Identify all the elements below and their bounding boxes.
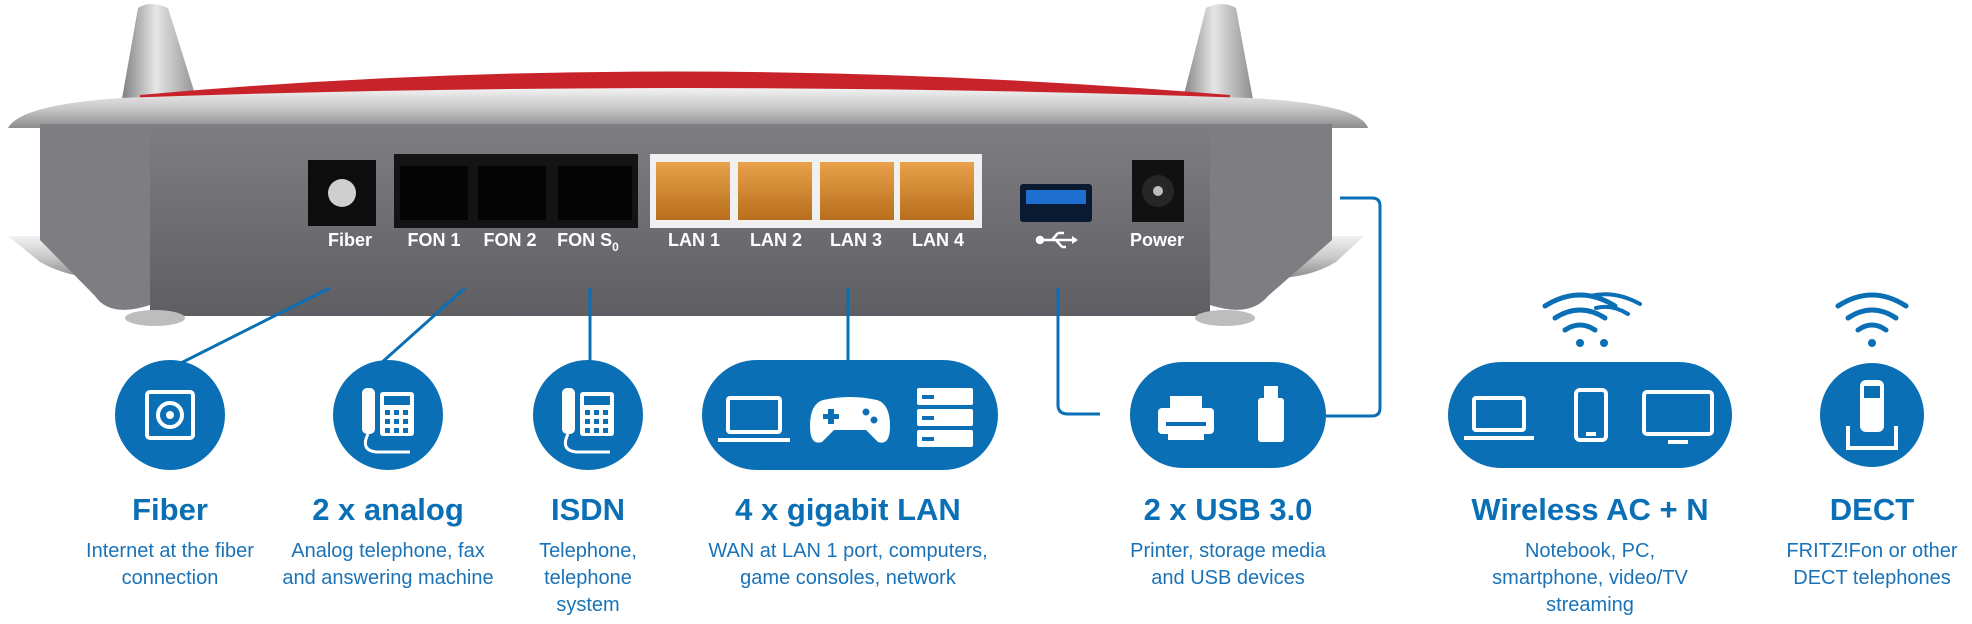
port-label-lan4: LAN 4 [912, 230, 964, 250]
left-antenna [120, 4, 200, 110]
port-label-fon2: FON 2 [483, 230, 536, 250]
port-label-fons0-sub: 0 [612, 240, 619, 254]
cordless-phone-icon [1846, 380, 1898, 450]
port-label-lan1: LAN 1 [668, 230, 720, 250]
feature-desc: Internet at the fiber connection [86, 540, 254, 589]
fons0-port [558, 166, 632, 220]
lan1-port [656, 162, 730, 220]
left-rubber-foot [125, 310, 185, 326]
connector-fiber [174, 286, 331, 368]
port-label-lan2: LAN 2 [750, 230, 802, 250]
feature-isdn: ISDN Telephone, telephone system [458, 492, 718, 619]
monitor-icon [1642, 390, 1714, 444]
telephone-icon [562, 388, 614, 454]
port-label-fons0: FON S0 [557, 230, 619, 254]
right-rubber-foot [1195, 310, 1255, 326]
gamepad-icon [810, 397, 890, 443]
lan2-port [738, 162, 812, 220]
connector-lines [174, 196, 1382, 418]
wifi-icon [1542, 292, 1642, 347]
lan4-port [900, 162, 974, 220]
printer-icon [1158, 396, 1214, 440]
feature-wireless: Wireless AC + N Notebook, PC, smartphone… [1460, 492, 1720, 619]
feature-analog: 2 x analog Analog telephone, fax and ans… [258, 492, 518, 592]
router-top-shell [8, 88, 1368, 128]
connector-usb-left [1056, 288, 1100, 416]
usb-symbol-icon [1035, 231, 1078, 249]
port-label-lan3: LAN 3 [830, 230, 882, 250]
feature-dect: DECT FRITZ!Fon or other DECT telephones [1742, 492, 1972, 592]
feature-title: Fiber [132, 492, 208, 527]
feature-fiber: Fiber Internet at the fiber connection [40, 492, 300, 592]
port-label-power: Power [1130, 230, 1184, 250]
feature-title: 2 x analog [312, 492, 464, 527]
fiber-socket-icon [145, 390, 195, 440]
wifi-icon [1835, 292, 1909, 347]
port-label-fon1: FON 1 [407, 230, 460, 250]
feature-desc: Telephone, telephone system [539, 540, 637, 616]
laptop-icon [1464, 396, 1534, 440]
laptop-icon [718, 396, 790, 442]
lan3-port [820, 162, 894, 220]
usb-stick-icon [1258, 386, 1284, 442]
feature-lan: 4 x gigabit LAN WAN at LAN 1 port, compu… [708, 492, 987, 592]
wireless-badge [1448, 362, 1732, 468]
feature-desc: Notebook, PC, smartphone, video/TV strea… [1492, 540, 1688, 616]
connector-analog [379, 286, 466, 366]
feature-title: ISDN [550, 492, 626, 527]
router-ports: Fiber FON 1 FON 2 FON S0 LAN 1 LAN 2 LAN… [308, 154, 1184, 254]
power-port-pin [1153, 186, 1163, 196]
left-side-panel [40, 124, 150, 310]
fiber-port-hole [328, 179, 356, 207]
feature-title: DECT [1829, 492, 1915, 527]
telephone-icon [362, 388, 414, 454]
right-side-panel [1210, 124, 1332, 310]
feature-desc: Printer, storage media and USB devices [1130, 540, 1326, 589]
feature-title: 2 x USB 3.0 [1143, 492, 1313, 527]
feature-icons [115, 292, 1924, 470]
feature-usb: 2 x USB 3.0 Printer, storage media and U… [1098, 492, 1358, 592]
nas-server-icon [917, 388, 973, 447]
feature-title: Wireless AC + N [1471, 492, 1709, 527]
feature-desc: FRITZ!Fon or other DECT telephones [1786, 540, 1958, 589]
feature-desc: WAN at LAN 1 port, computers, game conso… [708, 540, 988, 589]
right-antenna [1180, 4, 1255, 110]
connector-usb-right [1326, 196, 1382, 418]
feature-title: 4 x gigabit LAN [735, 492, 961, 527]
port-label-fiber: Fiber [328, 230, 372, 250]
fon1-port [400, 166, 468, 220]
fon2-port [478, 166, 546, 220]
smartphone-icon [1574, 388, 1608, 442]
usb-port-tongue [1026, 190, 1086, 204]
feature-desc: Analog telephone, fax and answering mach… [282, 540, 494, 589]
port-label-fons0-main: FON S [557, 230, 612, 250]
